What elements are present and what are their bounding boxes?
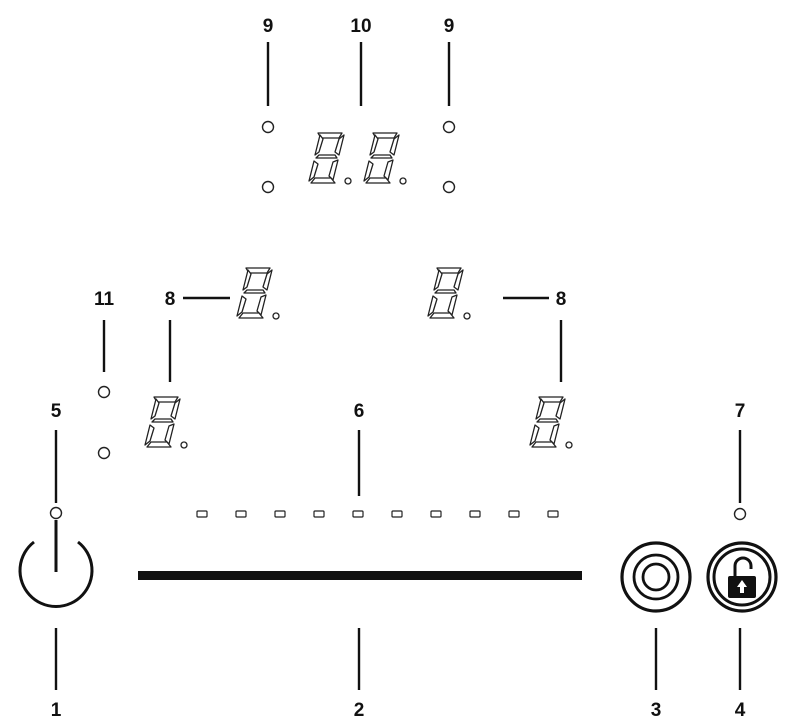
callout-11: 11 [94, 289, 115, 310]
power-level-slider[interactable] [138, 571, 582, 580]
power-level-indicator [196, 510, 208, 518]
callout-4: 4 [735, 700, 746, 721]
timer-indicator-led [261, 120, 275, 134]
timer-indicator-led [261, 180, 275, 194]
callout-8-left: 8 [165, 289, 176, 310]
lock-indicator-led [733, 507, 747, 521]
padlock-icon [728, 556, 756, 598]
timer-digit-display [363, 132, 407, 185]
zone-front-right-display [529, 396, 573, 449]
callout-10: 10 [350, 16, 371, 37]
lock-button[interactable] [706, 541, 778, 613]
power-level-indicators [196, 510, 559, 518]
power-button[interactable] [18, 520, 94, 608]
zone-front-left-display [144, 396, 188, 449]
callout-9-right: 9 [444, 16, 455, 37]
power-level-indicator [313, 510, 325, 518]
callout-5: 5 [51, 401, 62, 422]
callout-9-left: 9 [263, 16, 274, 37]
timer-digit-display [308, 132, 352, 185]
power-level-indicator [430, 510, 442, 518]
concentric-circles-icon [632, 553, 680, 601]
power-icon [18, 540, 94, 608]
power-level-indicator [508, 510, 520, 518]
callout-1: 1 [51, 700, 62, 721]
timer-indicator-led [442, 120, 456, 134]
indicator-led-11 [97, 446, 111, 460]
power-level-indicator [547, 510, 559, 518]
callout-8-right: 8 [556, 289, 567, 310]
power-indicator-led [49, 506, 63, 520]
zone-rear-left-display [236, 267, 280, 320]
callout-3: 3 [651, 700, 662, 721]
power-level-indicator [352, 510, 364, 518]
callout-7: 7 [735, 401, 746, 422]
power-level-indicator [469, 510, 481, 518]
zone-rear-right-display [427, 267, 471, 320]
power-level-indicator [235, 510, 247, 518]
callout-2: 2 [354, 700, 365, 721]
power-level-indicator [391, 510, 403, 518]
callout-6: 6 [354, 401, 365, 422]
zone-select-button[interactable] [620, 541, 692, 613]
power-level-indicator [274, 510, 286, 518]
timer-indicator-led [442, 180, 456, 194]
indicator-led-11 [97, 385, 111, 399]
